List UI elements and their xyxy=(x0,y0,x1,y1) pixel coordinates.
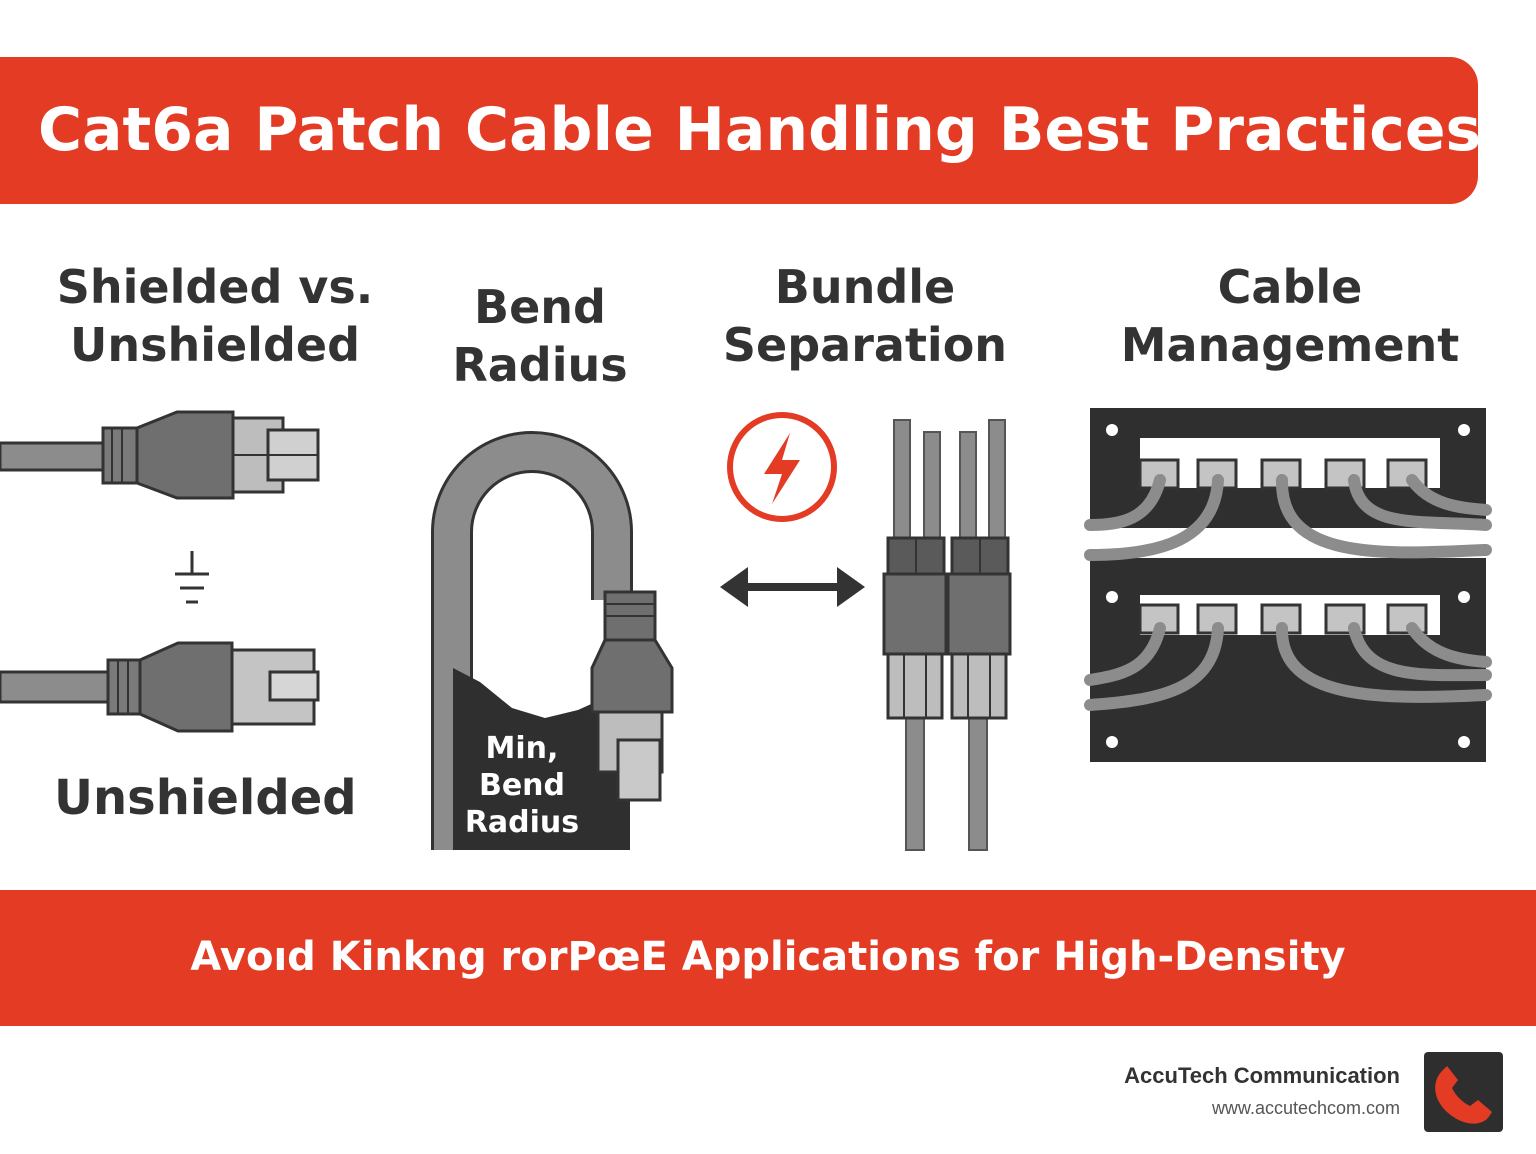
footer-banner: Avoıd Kinkng rorPœE Applications for Hig… xyxy=(0,890,1536,1026)
footer-text: Avoıd Kinkng rorPœE Applications for Hig… xyxy=(190,934,1346,980)
bend-connector xyxy=(590,590,674,802)
label-unshielded: Unshielded xyxy=(54,770,357,826)
title-banner: Cat6a Patch Cable Handling Best Practice… xyxy=(0,57,1482,204)
bend-radius-illustration xyxy=(431,431,674,850)
ground-symbol-icon xyxy=(175,551,209,604)
brand-url[interactable]: www.accutechcom.com xyxy=(1211,1098,1400,1118)
label-min-bend-radius: Min, Bend Radius xyxy=(464,731,580,840)
heading-shielded-vs-unshielded: Shielded vs. Unshielded xyxy=(56,260,374,372)
bundle-connector-right xyxy=(946,536,1012,720)
shielded-connector-illustration xyxy=(0,410,320,500)
bundle-connector-left xyxy=(882,536,948,720)
bundle-separation-illustration xyxy=(882,419,1012,851)
phone-icon xyxy=(1435,1066,1492,1124)
heading-cable-management: Cable Management xyxy=(1120,260,1460,372)
unshielded-connector-illustration xyxy=(0,641,320,733)
double-arrow-icon xyxy=(720,567,865,607)
patch-panel-illustration xyxy=(1084,408,1492,762)
page-title: Cat6a Patch Cable Handling Best Practice… xyxy=(38,95,1482,165)
heading-bend-radius: Bend Radius xyxy=(452,280,628,392)
brand-name: AccuTech Communication xyxy=(1124,1063,1400,1088)
heading-bundle-separation: Bundle Separation xyxy=(722,260,1008,372)
lightning-warning-icon xyxy=(727,412,837,522)
